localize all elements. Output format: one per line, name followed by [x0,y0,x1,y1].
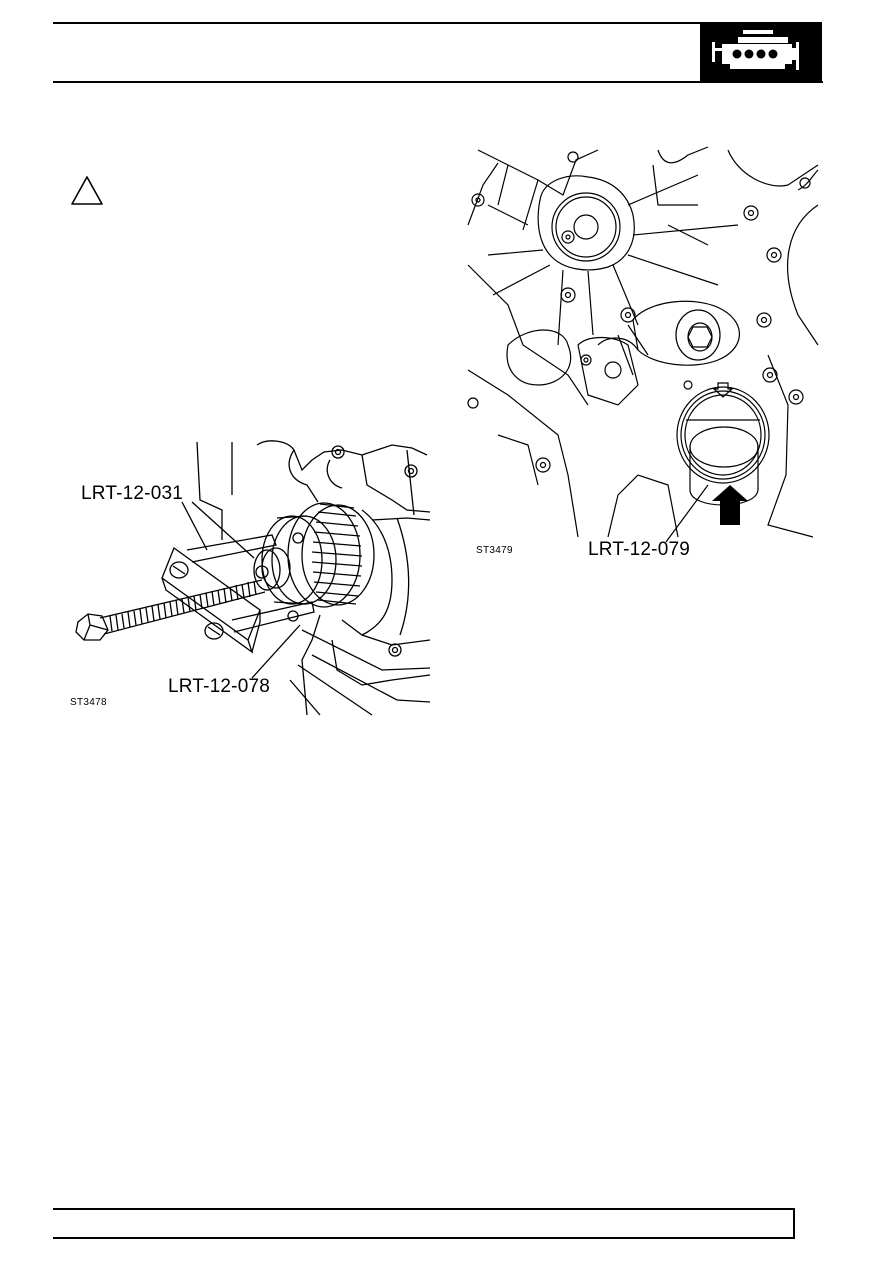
warning-triangle-icon [71,176,103,205]
seal-installer-illustration [467,146,819,543]
footer-top-rule [53,1208,795,1210]
engine-icon [700,22,822,83]
header-top-rule [53,22,821,24]
figure-ref-st3478: ST3478 [70,697,107,708]
footer-right-rule [793,1208,795,1239]
puller-illustration [75,440,431,716]
figure-left [62,440,432,716]
label-tool-lrt-12-078: LRT-12-078 [168,676,270,697]
footer-bottom-rule [53,1237,795,1239]
figure-right [467,145,820,543]
header-bottom-rule [53,81,823,83]
figure-ref-st3479: ST3479 [476,545,513,556]
label-tool-lrt-12-079: LRT-12-079 [588,539,690,560]
label-tool-lrt-12-031: LRT-12-031 [81,483,183,504]
